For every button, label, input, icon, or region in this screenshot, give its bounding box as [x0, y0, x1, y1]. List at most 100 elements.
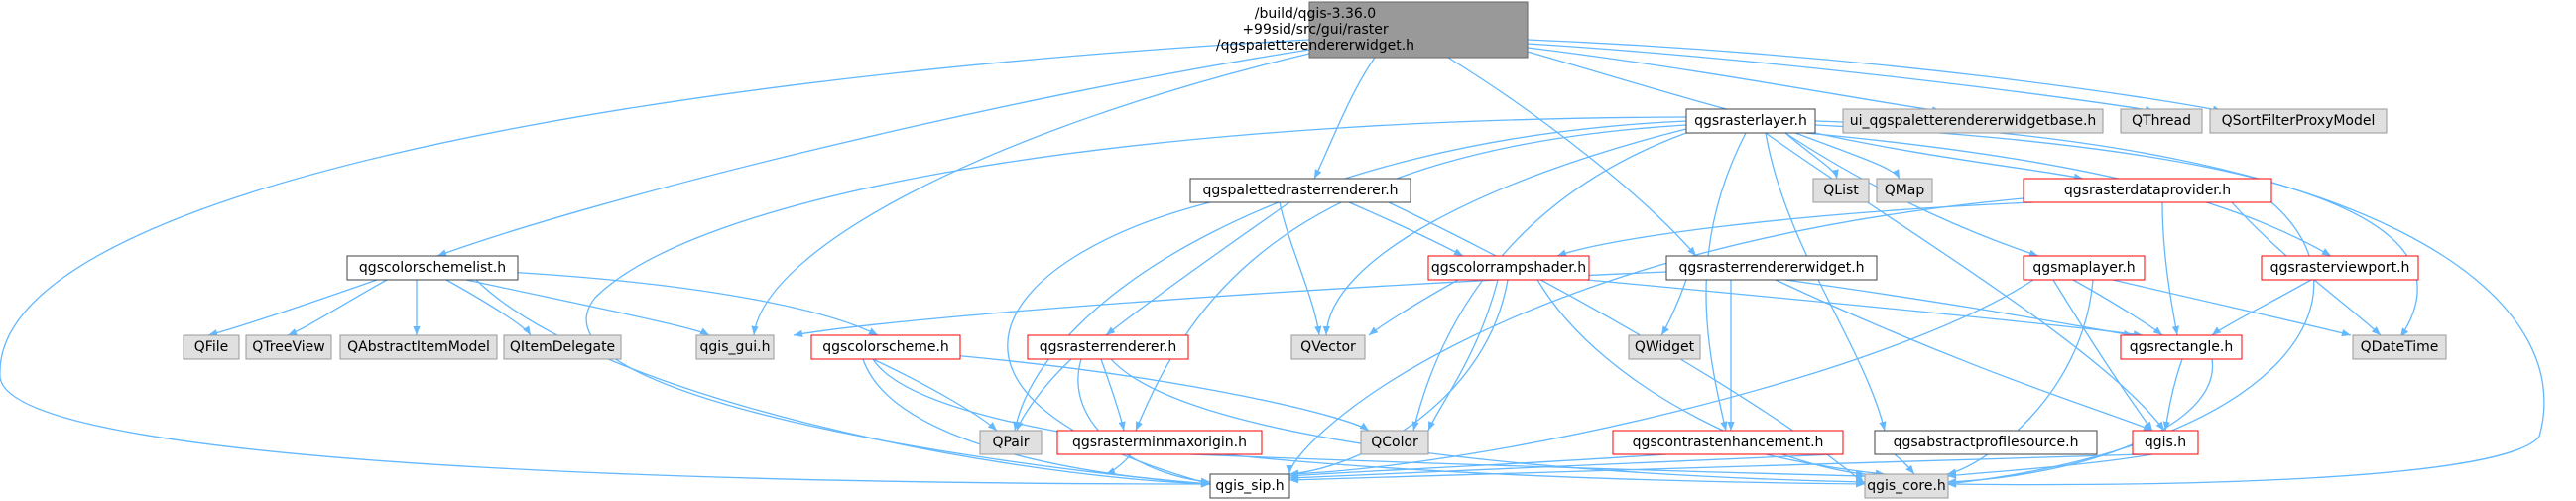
edge-qgis-qgis-core	[1946, 453, 2153, 479]
edge-root-qsortfilterproxymodel	[1527, 39, 2223, 113]
edge-root-qgsrasterlayer	[1527, 51, 1750, 117]
node-label: qgsabstractprofilesource.h	[1894, 435, 2079, 450]
edge-abstractprofile-qgis-core	[1894, 453, 1915, 475]
node-qgsmaplayer[interactable]: qgsmaplayer.h	[2023, 255, 2146, 281]
node-qwidget[interactable]: QWidget	[1628, 334, 1701, 360]
node-box	[1056, 430, 1263, 455]
node-box	[2120, 108, 2203, 134]
node-box	[1874, 430, 2098, 455]
node-qsortfilterproxymodel[interactable]: QSortFilterProxyModel	[2209, 108, 2388, 134]
node-box	[810, 334, 961, 360]
edge-rasterlayer-maplayer	[1784, 132, 2039, 257]
edge-root-qgspalettedrasterrenderer	[1313, 57, 1376, 180]
edge-rampshader-qcolor	[1427, 279, 1499, 432]
node-label: QMap	[1885, 183, 1925, 198]
node-qgscolorschemelist[interactable]: qgscolorschemelist.h	[346, 255, 519, 281]
node-qgsrasterdataprovider[interactable]: qgsrasterdataprovider.h	[2023, 178, 2272, 203]
edge-root-qgscolorschemelist	[436, 49, 1310, 257]
node-qgsabstractprofilesource[interactable]: qgsabstractprofilesource.h	[1874, 430, 2098, 455]
node-qgsrasterlayer[interactable]: qgsrasterlayer.h	[1685, 108, 1816, 134]
node-box	[1864, 473, 1949, 499]
edge-maplayer-qgis-sip	[1288, 279, 2034, 478]
edge-minmaxorigin-qgis-sip	[1105, 453, 1132, 475]
edge-rasterlayer-qgis	[1765, 132, 2165, 432]
node-qgsrasterrendererwidget[interactable]: qgsrasterrendererwidget.h	[1665, 255, 1878, 281]
node-qtreeview[interactable]: QTreeView	[245, 334, 332, 360]
node-label: ui_qgspaletterendererwidgetbase.h	[1850, 113, 2097, 129]
node-box	[245, 334, 332, 360]
node-qdatetime[interactable]: QDateTime	[2352, 334, 2447, 360]
edge-rasterlayer-contrastenhancement	[1705, 132, 1747, 432]
node-qlist[interactable]: QList	[1812, 178, 1870, 203]
node-qgis-core[interactable]: qgis_core.h	[1864, 473, 1949, 499]
edge-contrastenhancement-qgis-core	[1765, 453, 1886, 477]
node-qabstractitemmodel[interactable]: QAbstractItemModel	[339, 334, 498, 360]
node-box	[1308, 1, 1529, 59]
edge-schemelist-qfile	[207, 279, 378, 337]
node-qgscontrastenhancement[interactable]: qgscontrastenhancement.h	[1612, 430, 1844, 455]
node-qitemdelegate[interactable]: QItemDelegate	[503, 334, 622, 360]
edge-schemelist-qtreeview	[287, 279, 388, 336]
edge-root-qgsrasterrendererwidget	[1447, 57, 1697, 257]
node-qcolor[interactable]: QColor	[1360, 430, 1429, 455]
node-qgscolorscheme[interactable]: qgscolorscheme.h	[810, 334, 961, 360]
node-label: qgscolorscheme.h	[822, 339, 949, 355]
node-label: QList	[1823, 183, 1859, 198]
node-label: QVector	[1300, 339, 1356, 355]
edge-qgis-qgis-sip	[1288, 453, 2144, 484]
node-box	[1427, 255, 1590, 281]
edge-schemelist-qgis-gui	[465, 279, 710, 336]
edge-maplayer-qgis	[2052, 279, 2153, 432]
node-box	[2209, 108, 2388, 134]
node-box	[1027, 334, 1189, 360]
node-qgis[interactable]: qgis.h	[2132, 430, 2199, 455]
node-root[interactable]: /build/qgis-3.36.0+99sid/src/gui/raster/…	[1216, 1, 1529, 59]
edge-dataprovider-qgis-sip	[1286, 197, 2024, 475]
node-box	[1612, 430, 1844, 455]
node-qthread[interactable]: QThread	[2120, 108, 2203, 134]
node-box	[2023, 255, 2146, 281]
edge-rasterlayer-dataprovider	[1814, 132, 2084, 181]
edge-rampshader-rectangle	[1586, 279, 2144, 338]
node-qmap[interactable]: QMap	[1876, 178, 1933, 203]
edge-root-qthread	[1527, 43, 2155, 114]
edge-maplayer-rectangle	[2072, 279, 2163, 336]
node-qgsrectangle[interactable]: qgsrectangle.h	[2120, 334, 2243, 360]
node-box	[695, 334, 775, 360]
node-box	[2023, 178, 2272, 203]
edge-colorscheme-qcolor	[951, 354, 1370, 432]
edge-dataprovider-qgis-core	[1946, 201, 2315, 487]
node-box	[1628, 334, 1701, 360]
node-qgscolorrampshader[interactable]: qgscolorrampshader.h	[1427, 255, 1590, 281]
node-box	[1209, 473, 1290, 499]
node-box	[183, 334, 240, 360]
node-qgsrasterviewport[interactable]: qgsrasterviewport.h	[2261, 255, 2419, 281]
node-qgspalettedrasterrenderer[interactable]: qgspalettedrasterrenderer.h	[1189, 178, 1411, 203]
node-qgis-sip[interactable]: qgis_sip.h	[1209, 473, 1290, 499]
edge-rectangle-qgis	[2162, 358, 2183, 432]
node-label: qgsmaplayer.h	[2032, 260, 2135, 276]
edge-rasterlayer-qgis-core	[1814, 120, 2545, 488]
edge-rasterrenderer-minmaxorigin	[1100, 358, 1126, 432]
edge-abstractprofile-qgis-sip	[1288, 453, 1836, 482]
node-box	[1842, 108, 2104, 134]
edge-rasterlayer-abstractprofilesource	[1765, 132, 1887, 432]
node-qfile[interactable]: QFile	[183, 334, 240, 360]
node-ui-base[interactable]: ui_qgspaletterendererwidgetbase.h	[1842, 108, 2104, 134]
node-qpair[interactable]: QPair	[979, 430, 1043, 455]
node-qgsrasterrenderer[interactable]: qgsrasterrenderer.h	[1027, 334, 1189, 360]
node-label: qgscontrastenhancement.h	[1633, 435, 1824, 450]
node-label: QTreeView	[252, 339, 324, 355]
node-label: /qgspaletterendererwidget.h	[1216, 38, 1414, 54]
node-label: qgsrasterminmaxorigin.h	[1072, 435, 1247, 450]
edge-schemelist-qitemdelegate	[445, 279, 532, 336]
edge-rasterlayer-minmaxorigin	[1135, 124, 1687, 432]
node-label: QThread	[2132, 113, 2191, 129]
node-qvector[interactable]: QVector	[1290, 334, 1366, 360]
node-box	[1189, 178, 1411, 203]
node-qgis-gui[interactable]: qgis_gui.h	[695, 334, 775, 360]
node-label: qgis_gui.h	[700, 339, 771, 355]
node-qgsrasterminmaxorigin[interactable]: qgsrasterminmaxorigin.h	[1056, 430, 1263, 455]
node-label: QWidget	[1635, 339, 1695, 355]
node-box	[2352, 334, 2447, 360]
